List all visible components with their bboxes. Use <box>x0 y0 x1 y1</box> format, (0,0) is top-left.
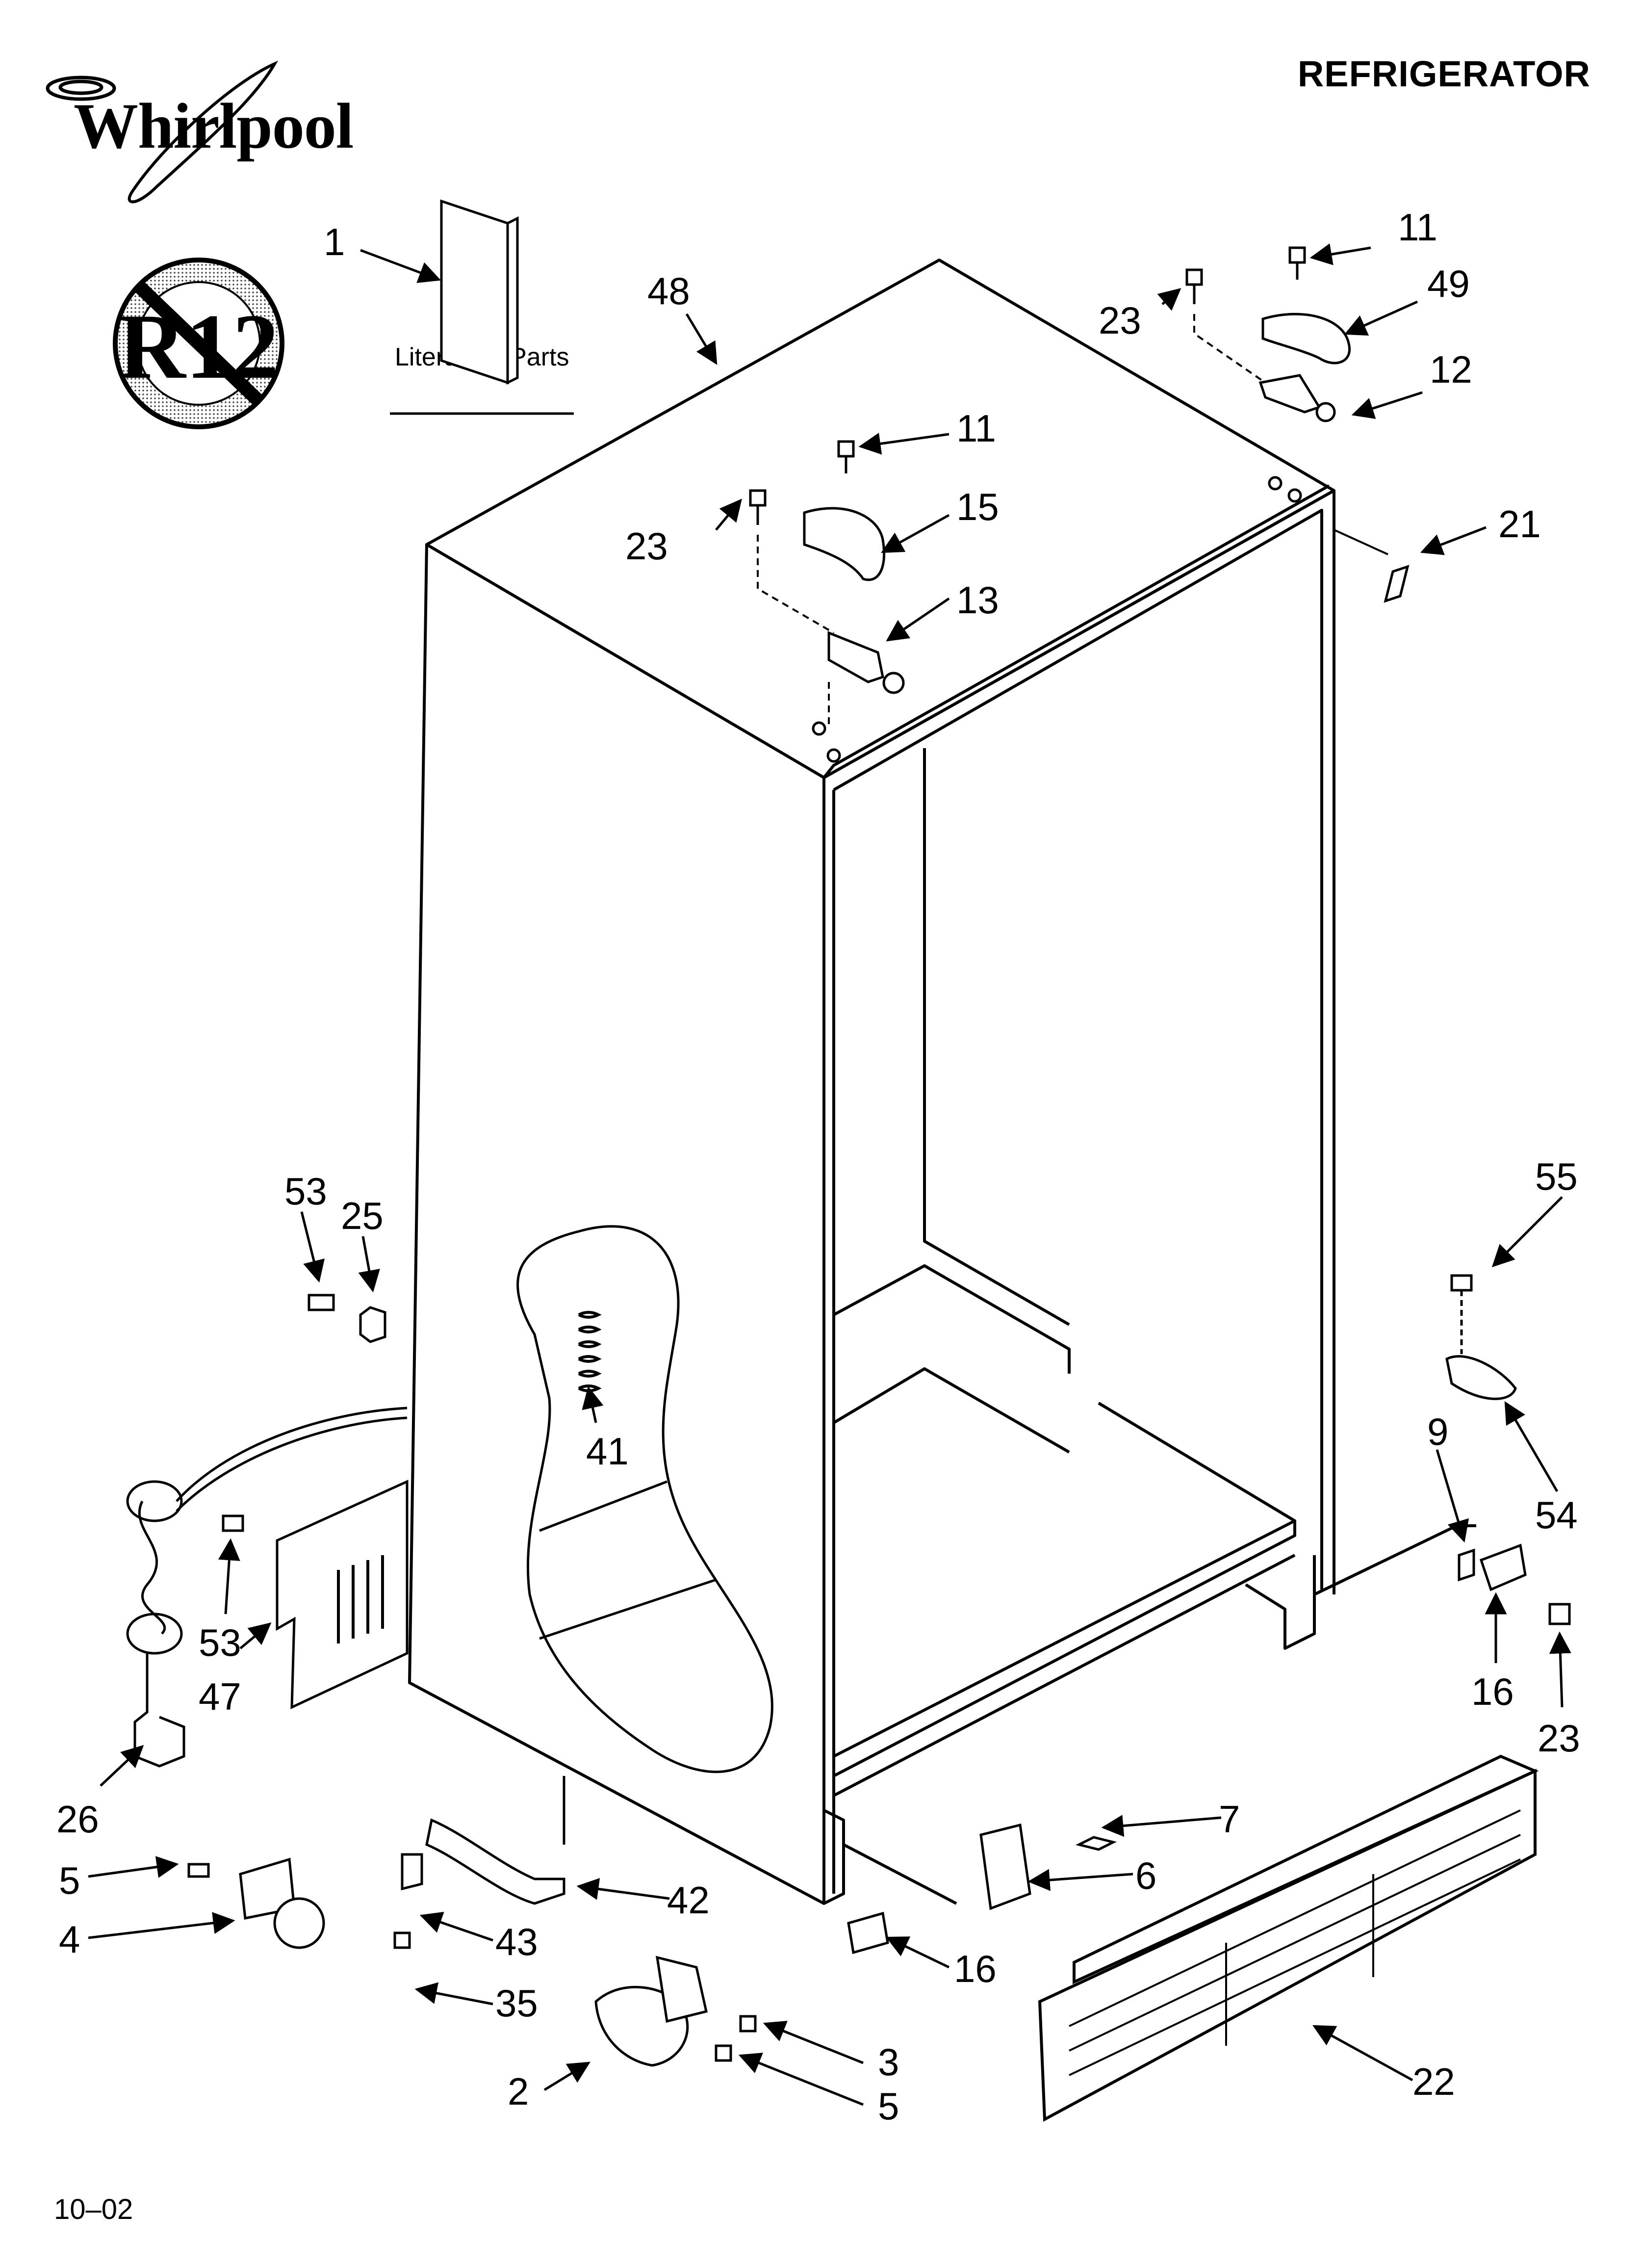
literature-book <box>390 199 574 415</box>
dash-to-21 <box>1334 529 1388 555</box>
callout-5-bottom: 5 <box>878 2085 899 2128</box>
callout-43: 43 <box>495 1920 538 1963</box>
callout-1: 1 <box>324 220 345 263</box>
toe-grille <box>1038 1754 1539 2122</box>
cabinet-body <box>408 259 1476 1905</box>
callout-2: 2 <box>508 2070 529 2113</box>
hinge-right-dash <box>1193 314 1266 384</box>
callout-54: 54 <box>1535 1493 1578 1537</box>
callout-4: 4 <box>59 1918 80 1961</box>
whirlpool-logo-swirl <box>46 60 279 204</box>
callout-53-top: 53 <box>284 1170 327 1213</box>
callout-41: 41 <box>586 1430 629 1473</box>
callout-15: 15 <box>956 485 999 528</box>
callout-35: 35 <box>495 1981 538 2025</box>
callout-48: 48 <box>647 269 690 313</box>
date-code: 10–02 <box>54 2193 133 2225</box>
callout-26: 26 <box>56 1798 99 1841</box>
callout-5-left: 5 <box>59 1859 80 1902</box>
callout-23-left: 23 <box>625 524 668 568</box>
hinge-left-dash <box>757 535 835 634</box>
callout-23-right: 23 <box>1099 299 1141 342</box>
callout-49: 49 <box>1427 262 1470 305</box>
callout-25: 25 <box>341 1194 384 1237</box>
callout-6: 6 <box>1135 1854 1156 1897</box>
insulation-coil <box>578 1311 602 1392</box>
callout-7: 7 <box>1219 1798 1240 1841</box>
callout-23-bottom: 23 <box>1538 1717 1580 1760</box>
left-side-parts <box>126 1294 409 1768</box>
callout-12: 12 <box>1430 348 1472 391</box>
callout-16-right: 16 <box>1471 1670 1514 1713</box>
brand-logo: Whirlpool <box>74 90 354 162</box>
top-hinge-left <box>749 440 905 763</box>
callout-42: 42 <box>667 1878 710 1922</box>
callout-21: 21 <box>1498 502 1541 546</box>
no-r12-badge: R12 <box>113 258 284 429</box>
leader-lines <box>88 243 1571 2106</box>
callout-13: 13 <box>956 578 999 622</box>
insulation-cutaway <box>516 1225 773 1773</box>
callout-53-bottom: 53 <box>199 1621 241 1664</box>
hinge-pin-21 <box>1384 565 1410 603</box>
page-title: REFRIGERATOR <box>1297 53 1591 94</box>
right-side-parts <box>1445 1274 1571 1625</box>
callout-3: 3 <box>878 2040 899 2084</box>
callout-11-right: 11 <box>1398 206 1437 249</box>
callout-9: 9 <box>1427 1410 1448 1453</box>
callout-55: 55 <box>1535 1155 1578 1198</box>
callout-11-left: 11 <box>956 407 996 450</box>
callout-22: 22 <box>1412 2060 1455 2103</box>
bottom-parts <box>187 1776 1117 2067</box>
callout-16-bottom: 16 <box>954 1947 997 1990</box>
callout-labels: 1 48 11 23 49 12 11 23 15 13 21 53 25 41… <box>56 206 1580 2128</box>
top-hinge-right <box>1185 246 1351 503</box>
callout-47: 47 <box>199 1675 241 1718</box>
